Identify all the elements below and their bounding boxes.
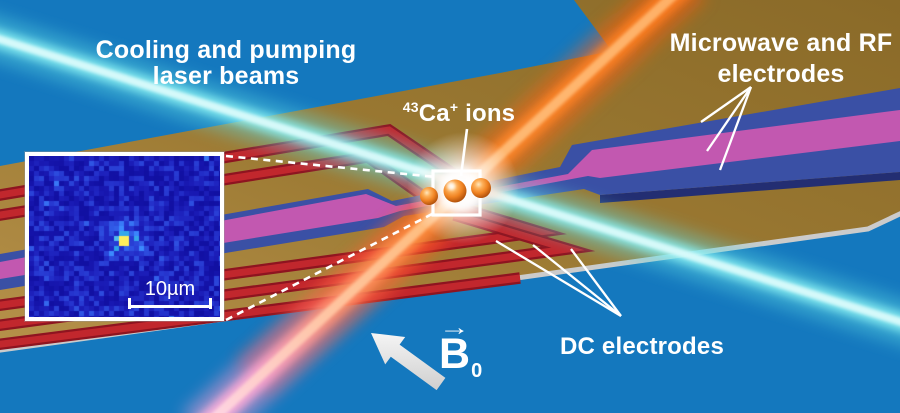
trapped-ions xyxy=(420,178,491,205)
dc-electrodes-label: DC electrodes xyxy=(560,333,724,360)
microwave-rf-electrode-band xyxy=(0,88,900,290)
cooling-laser-label-line1: Cooling and pumping xyxy=(95,36,357,64)
microwave-rf-label-line2: electrodes xyxy=(717,59,845,88)
b-field-subscript: 0 xyxy=(471,360,483,382)
microwave-rf-label-line1: Microwave and RF xyxy=(669,29,893,57)
scalebar-tick-right xyxy=(209,298,212,309)
dc-leader-lines xyxy=(495,240,622,317)
vector-arrow-icon: → xyxy=(439,314,471,340)
ion-sphere-center xyxy=(443,179,467,203)
ca-ions-label: 43Ca+ ions xyxy=(403,99,515,128)
ion-sphere-highlight xyxy=(447,182,455,190)
ca-ions-word: ions xyxy=(458,100,516,127)
microwave-rf-label: Microwave and RF electrodes xyxy=(670,28,893,89)
ca-charge-superscript: + xyxy=(449,99,459,115)
ion-sphere-left xyxy=(420,187,438,205)
microwave-leader-lines xyxy=(700,86,753,171)
magnifier-dashed-lines xyxy=(225,154,437,322)
b-field-label: →B0 xyxy=(439,316,482,382)
b-field-symbol: B xyxy=(439,330,471,378)
cooling-laser-label: Cooling and pumping laser beams xyxy=(95,36,357,90)
scalebar-label: 10µm xyxy=(144,278,196,300)
ccd-canvas xyxy=(29,156,220,317)
ca-element-symbol: Ca xyxy=(418,100,450,127)
ions-leader-line xyxy=(459,128,469,177)
ccd-inset: 10µm xyxy=(25,152,224,321)
scalebar-tick-left xyxy=(128,298,131,309)
ion-sphere-right xyxy=(471,178,491,198)
b-field-arrow xyxy=(371,333,446,391)
ca-isotope-superscript: 43 xyxy=(402,99,419,115)
cooling-laser-label-line2: laser beams xyxy=(152,61,300,90)
scalebar-line xyxy=(129,305,211,308)
